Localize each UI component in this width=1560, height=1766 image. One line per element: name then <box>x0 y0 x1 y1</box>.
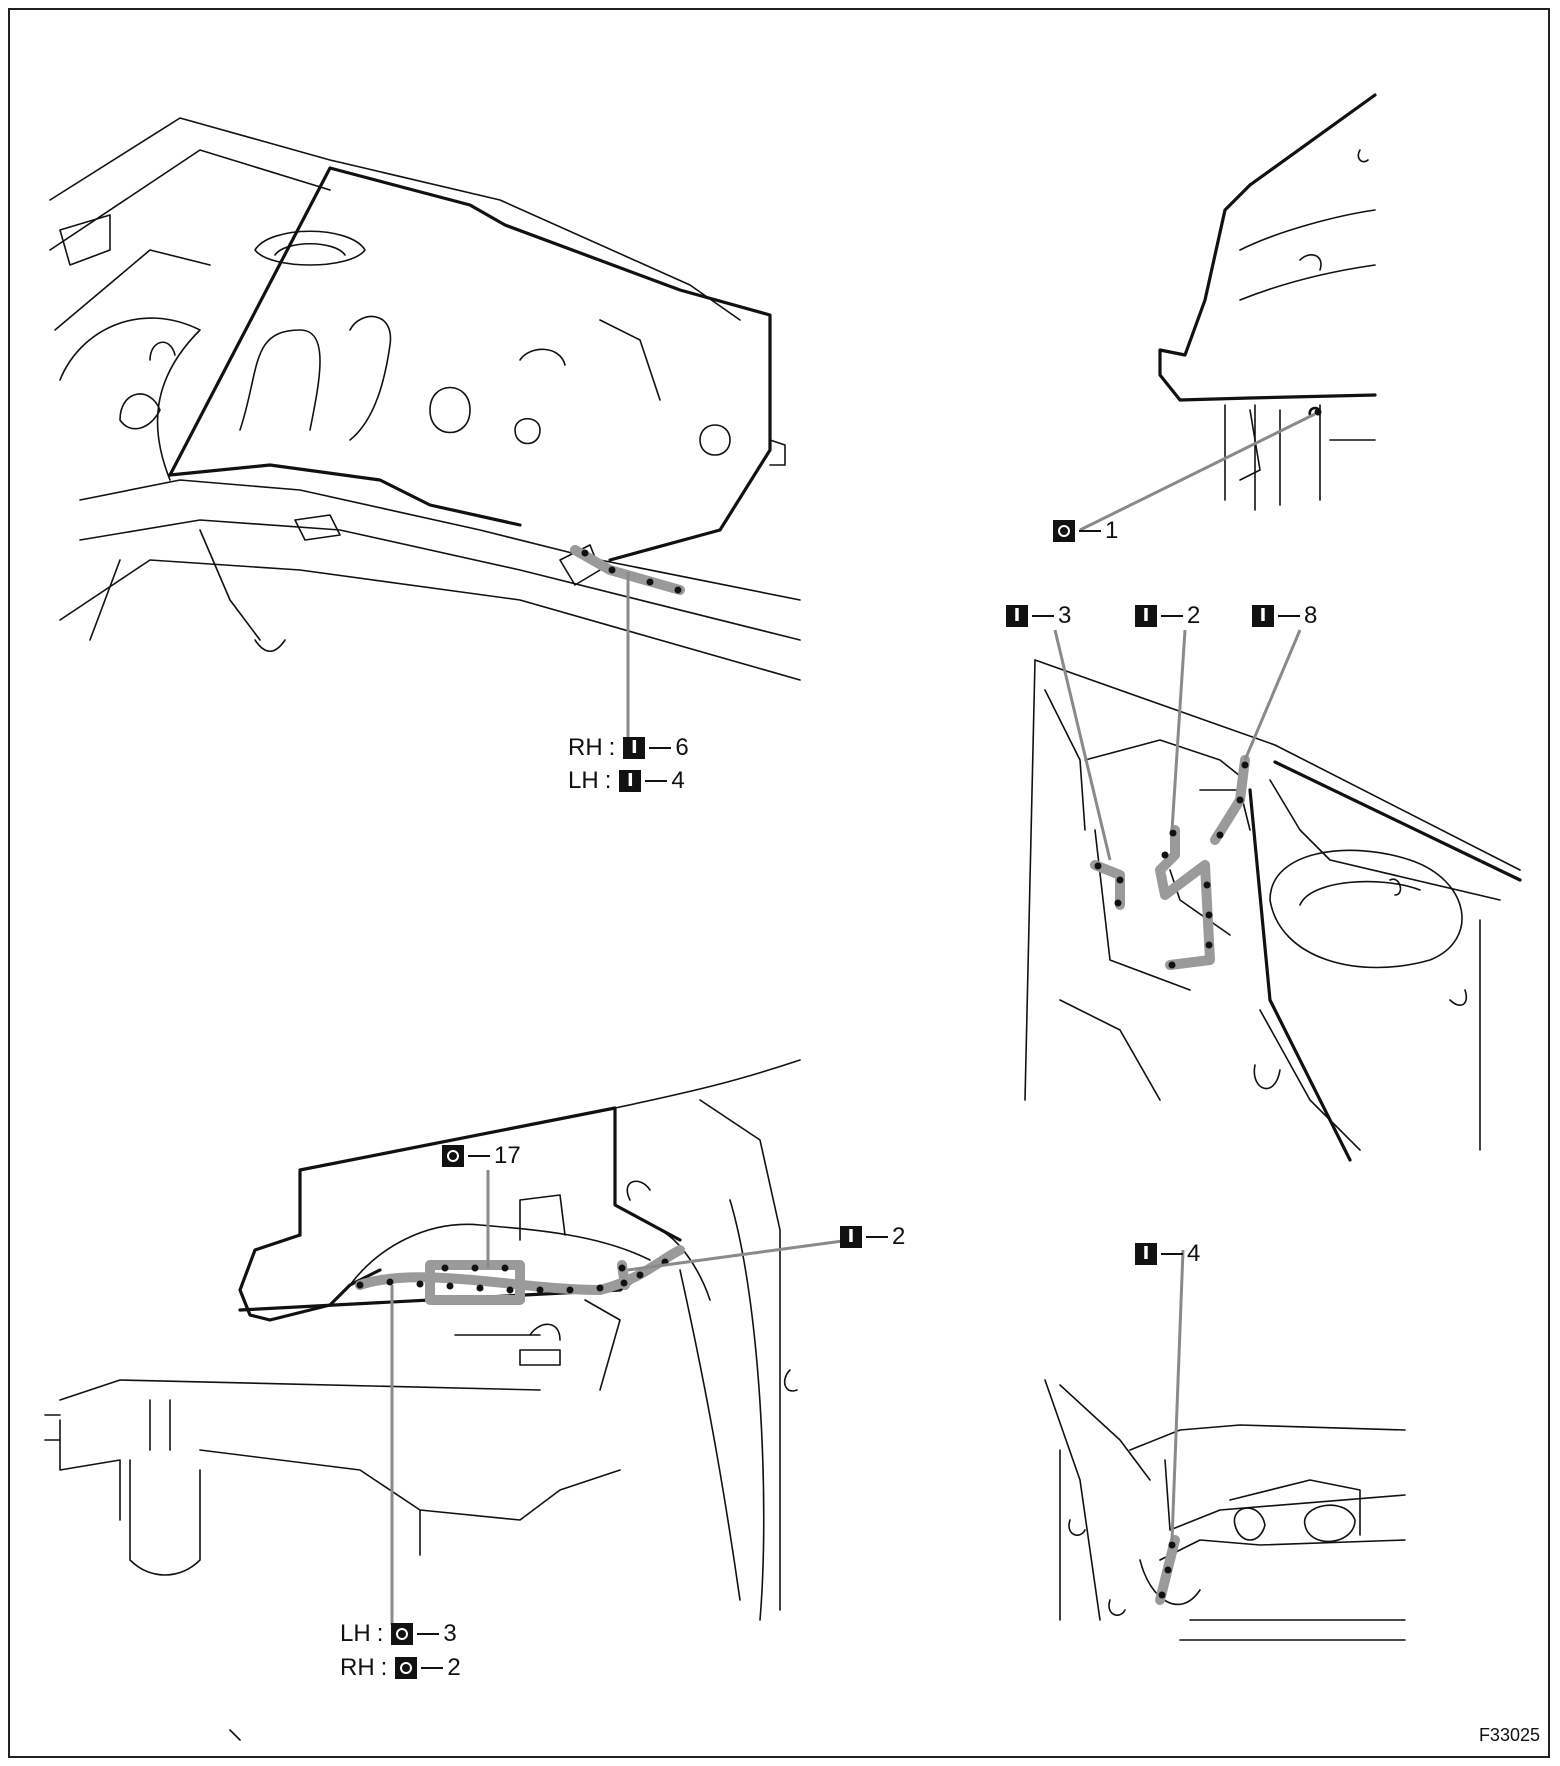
callout-i-2-bottom: I 2 <box>840 1223 905 1251</box>
dash <box>1032 615 1054 617</box>
spot-weld-inner-icon: I <box>623 737 646 759</box>
weld-seams <box>355 545 1250 1605</box>
spot-weld-inner-icon: I <box>1006 605 1028 627</box>
side-label: RH <box>340 1654 375 1681</box>
figure-frame <box>8 8 1550 1758</box>
callout-number: 2 <box>1187 602 1201 629</box>
callout-i-4-bottom: I 4 <box>1135 1240 1200 1268</box>
spot-weld-outer-icon <box>442 1145 464 1167</box>
callout-i-8: I 8 <box>1252 602 1317 630</box>
spot-weld-inner-icon: I <box>1135 1243 1157 1265</box>
callout-number: 17 <box>494 1142 521 1169</box>
dash <box>866 1236 888 1238</box>
top-right-view <box>1158 93 1377 511</box>
colon: : <box>380 1654 388 1681</box>
callout-o-1: 1 <box>1053 517 1118 545</box>
dash <box>649 747 672 749</box>
side-label: LH <box>340 1620 371 1647</box>
spot-weld-inner-icon: I <box>840 1226 862 1248</box>
dash <box>1161 1253 1183 1255</box>
callout-number: 2 <box>892 1223 906 1250</box>
dash <box>417 1633 440 1635</box>
middle-right-view <box>1024 659 1522 1162</box>
side-label: RH <box>568 734 603 761</box>
top-left-view <box>49 117 801 681</box>
spot-weld-outer-icon <box>1053 520 1075 542</box>
callout-number: 3 <box>1058 602 1072 629</box>
weld-dots <box>356 408 1322 1599</box>
callout-number: 8 <box>1304 602 1318 629</box>
callout-i-3: I 3 <box>1006 602 1071 630</box>
dash <box>645 780 668 782</box>
dash <box>421 1667 444 1669</box>
leader-lines <box>390 412 1316 1625</box>
callout-number: 1 <box>1105 517 1119 544</box>
callout-number: 4 <box>671 767 685 794</box>
callout-lh-i-4: LH : I 4 <box>568 767 685 795</box>
bottom-right-view <box>1044 1379 1406 1641</box>
side-label: LH <box>568 767 599 794</box>
dash <box>1161 615 1183 617</box>
callout-number: 4 <box>1187 1240 1201 1267</box>
colon: : <box>608 734 616 761</box>
callout-lh-o-3: LH : 3 <box>340 1620 457 1648</box>
callout-rh-o-2: RH : 2 <box>340 1654 461 1682</box>
dash <box>468 1155 490 1157</box>
callout-number: 2 <box>447 1654 461 1681</box>
spot-weld-inner-icon: I <box>1252 605 1274 627</box>
dash <box>1079 530 1101 532</box>
spot-weld-inner-icon: I <box>619 770 642 792</box>
callout-rh-i-6: RH : I 6 <box>568 734 689 762</box>
callout-o-17: 17 <box>442 1142 521 1170</box>
callout-number: 6 <box>675 734 689 761</box>
spot-weld-outer-icon <box>395 1657 418 1679</box>
callout-i-2-mid: I 2 <box>1135 602 1200 630</box>
spot-weld-outer-icon <box>391 1623 414 1645</box>
spot-weld-inner-icon: I <box>1135 605 1157 627</box>
dash <box>1278 615 1300 617</box>
colon: : <box>604 767 612 794</box>
figure-code: F33025 <box>1478 1725 1540 1745</box>
colon: : <box>376 1620 384 1647</box>
callout-number: 3 <box>443 1620 457 1647</box>
